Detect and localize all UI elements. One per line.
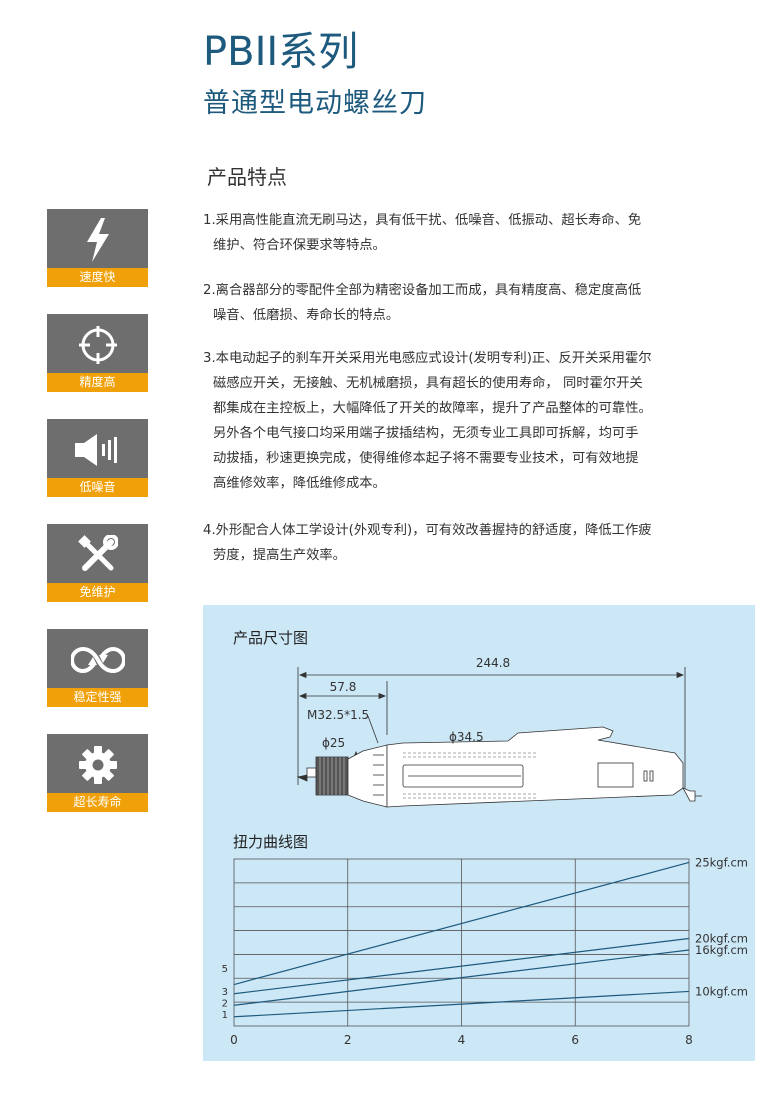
series-label: 10kgf.cm xyxy=(695,984,748,998)
feature-label: 稳定性强 xyxy=(47,688,148,707)
tools-icon xyxy=(47,530,148,580)
dim-body-dia: ϕ34.5 xyxy=(449,730,484,744)
series-label: 16kgf.cm xyxy=(695,943,748,957)
series-line xyxy=(233,949,690,1006)
y-tick-label: 3 xyxy=(222,987,228,998)
torque-title: 扭力曲线图 xyxy=(233,833,309,851)
speaker-icon xyxy=(47,425,148,475)
crosshair-icon xyxy=(47,320,148,370)
x-tick-label: 2 xyxy=(344,1033,352,1047)
y-tick-label: 5 xyxy=(222,964,228,975)
series-line xyxy=(233,861,690,986)
feature-badge-precision: 精度高 xyxy=(47,314,148,392)
gear-icon xyxy=(47,740,148,790)
series-label: 20kgf.cm xyxy=(695,931,748,945)
dim-front-length: 57.8 xyxy=(330,680,357,694)
x-tick-label: 8 xyxy=(685,1033,693,1047)
point-3: 3.本电动起子的刹车开关采用光电感应式设计(发明专利)正、反开关采用霍尔 磁感应… xyxy=(203,351,652,491)
lightning-icon xyxy=(47,215,148,265)
dimension-drawing xyxy=(296,667,702,808)
point-1: 1.采用高性能直流无刷马达，具有低干扰、低噪音、低振动、超长寿命、免 维护、符合… xyxy=(203,213,642,253)
series-line xyxy=(233,990,690,1018)
dim-thread: M32.5*1.5 xyxy=(307,708,369,722)
feature-label: 速度快 xyxy=(47,268,148,287)
feature-label: 精度高 xyxy=(47,373,148,392)
dim-total-length: 244.8 xyxy=(476,656,510,670)
x-tick-label: 6 xyxy=(571,1033,579,1047)
feature-label: 低噪音 xyxy=(47,478,148,497)
dim-front-dia: ϕ25 xyxy=(322,736,345,750)
point-2: 2.离合器部分的零配件全部为精密设备加工而成，具有精度高、稳定度高低 噪音、低磨… xyxy=(203,283,642,323)
feature-badge-stability: 稳定性强 xyxy=(47,629,148,707)
page-subtitle: 普通型电动螺丝刀 xyxy=(203,88,427,119)
feature-badge-long-life: 超长寿命 xyxy=(47,734,148,812)
x-tick-label: 0 xyxy=(230,1033,238,1047)
feature-badge-low-noise: 低噪音 xyxy=(47,419,148,497)
feature-badge-speed: 速度快 xyxy=(47,209,148,287)
cycle-icon xyxy=(47,635,148,685)
spec-panel: 产品尺寸图 扭力曲线图 xyxy=(203,605,755,1061)
feature-label: 免维护 xyxy=(47,583,148,602)
feature-label: 超长寿命 xyxy=(47,793,148,812)
page-title: PBII系列 xyxy=(203,29,359,75)
dimension-title: 产品尺寸图 xyxy=(233,629,309,647)
series-line xyxy=(233,937,690,995)
section-heading: 产品特点 xyxy=(207,165,287,189)
series-label: 25kgf.cm xyxy=(695,855,748,869)
y-tick-label: 1 xyxy=(222,1010,228,1021)
y-tick-label: 2 xyxy=(222,998,228,1009)
x-tick-label: 4 xyxy=(458,1033,466,1047)
point-4: 4.外形配合人体工学设计(外观专利)，可有效改善握持的舒适度，降低工作疲 劳度，… xyxy=(203,523,652,563)
feature-badge-maintenance-free: 免维护 xyxy=(47,524,148,602)
